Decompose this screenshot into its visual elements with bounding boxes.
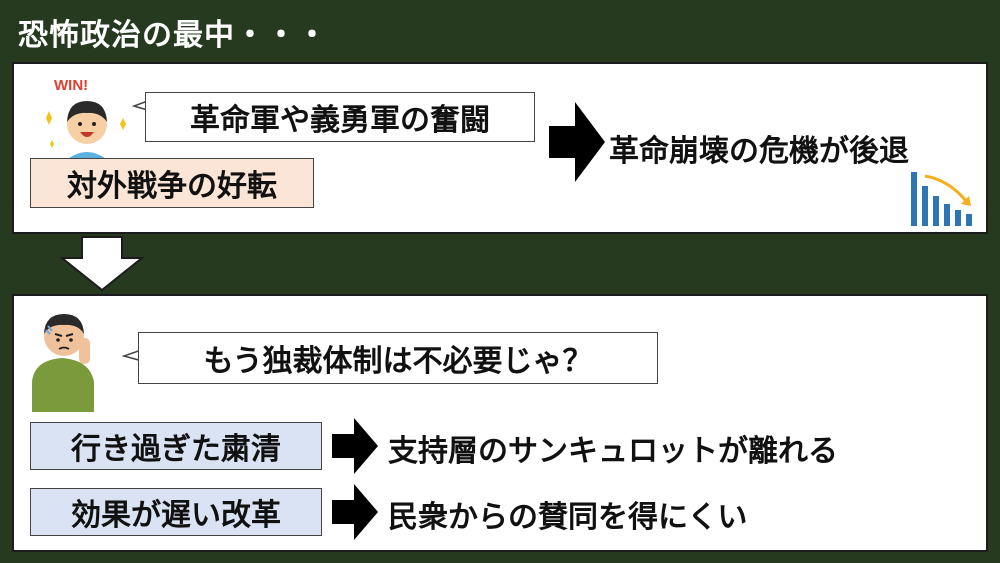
down-arrow-icon [60, 236, 144, 292]
happy-boy-icon: WIN! [42, 74, 132, 164]
speech-bubble-army: 革命軍や義勇軍の奮闘 [145, 92, 535, 142]
top-panel: WIN! 革命軍や義勇軍の奮闘 対外戦争の好転 革命崩壊の危機が後退 [12, 62, 988, 234]
worried-man-icon [24, 304, 114, 412]
cause-box-purge: 行き過ぎた粛清 [30, 422, 322, 470]
right-arrow-icon [332, 418, 378, 474]
win-text: WIN! [54, 77, 88, 94]
result-text-public-support: 民衆からの賛同を得にくい [388, 500, 748, 535]
bottom-panel: もう独裁体制は不必要じゃ？ 行き過ぎた粛清 支持層のサンキュロットが離れる 効果… [12, 294, 988, 552]
cause-box-war: 対外戦争の好転 [30, 158, 314, 208]
result-text-sansculottes: 支持層のサンキュロットが離れる [388, 434, 838, 469]
page-title: 恐怖政治の最中・・・ [18, 18, 328, 53]
right-arrow-icon [332, 484, 378, 540]
cause-box-reform: 効果が遅い改革 [30, 488, 322, 536]
right-arrow-icon [549, 102, 605, 182]
result-text-crisis: 革命崩壊の危機が後退 [609, 134, 909, 169]
speech-bubble-dictatorship: もう独裁体制は不必要じゃ？ [138, 332, 658, 384]
declining-chart-icon [909, 172, 979, 228]
